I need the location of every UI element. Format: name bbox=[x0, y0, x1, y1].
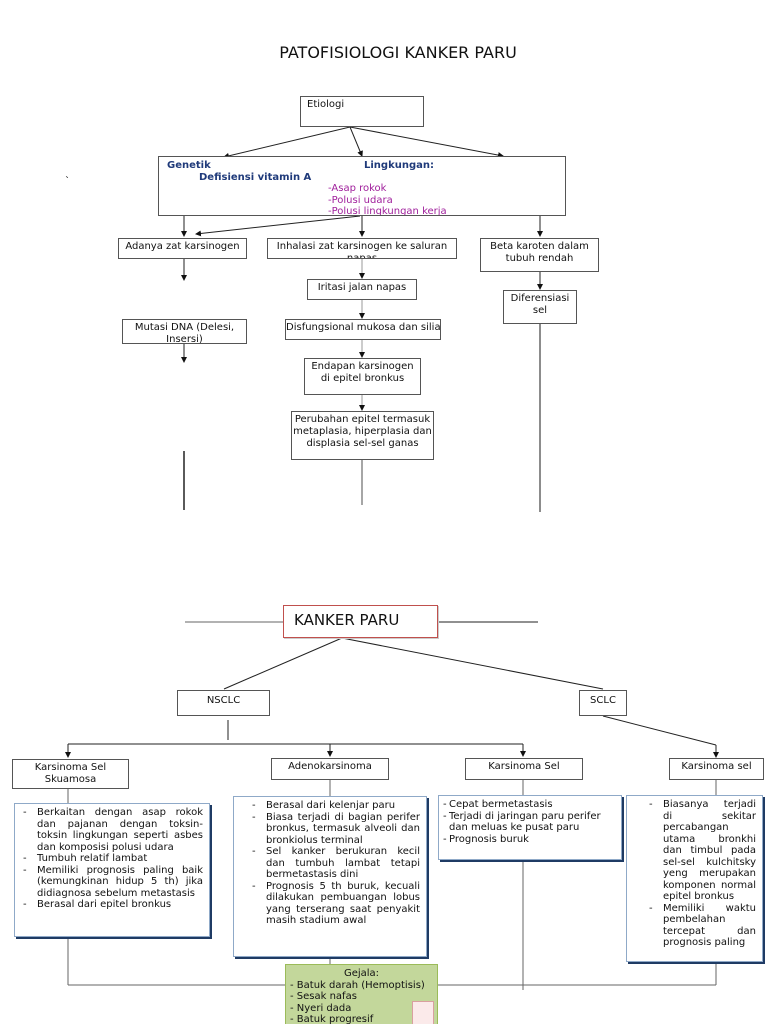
gejala-title: Gejala: bbox=[343, 968, 380, 979]
env-item: -Polusi lingkungan kerja bbox=[328, 206, 447, 216]
note-item: Terjadi di jaringan paru perifer dan mel… bbox=[441, 811, 615, 834]
note-item: Prognosis buruk bbox=[441, 834, 615, 846]
env-item: -Asap rokok bbox=[328, 183, 387, 194]
defisiensi-label: Defisiensi vitamin A bbox=[199, 172, 312, 183]
note-item: Memiliki waktu pembelahan tercepat dan p… bbox=[647, 903, 756, 949]
note-item: Berasal dari epitel bronkus bbox=[21, 899, 203, 911]
type-box-karsinoma-sel-2: Karsinoma sel bbox=[669, 758, 764, 780]
note-item: Cepat bermetastasis bbox=[441, 799, 615, 811]
disfungsional-box: Disfungsional mukosa dan silia bbox=[285, 319, 441, 340]
gejala-item: - Batuk darah (Hemoptisis) bbox=[290, 979, 425, 991]
cause-box: Genetik Defisiensi vitamin A Lingkungan:… bbox=[158, 156, 566, 216]
type-box-adeno: Adenokarsinoma bbox=[271, 758, 389, 780]
gejala-item: - Batuk progresif bbox=[290, 1014, 374, 1024]
note-item: Sel kanker berukuran kecil dan tumbuh la… bbox=[250, 846, 420, 881]
note-item: Biasanya terjadi di sekitar percabangan … bbox=[647, 799, 756, 903]
mutasi-box: Mutasi DNA (Delesi, Insersi) bbox=[122, 319, 247, 344]
gejala-item: - Sesak nafas bbox=[290, 991, 357, 1002]
note-item: Berkaitan dengan asap rokok dan pajanan … bbox=[21, 807, 203, 853]
lingkungan-label: Lingkungan: bbox=[364, 160, 434, 171]
stray-mark: ` bbox=[65, 176, 70, 187]
kanker-paru-box: KANKER PARU bbox=[283, 605, 438, 638]
note-item: Memiliki prognosis paling baik (kemungki… bbox=[21, 865, 203, 900]
note-item: Biasa terjadi di bagian perifer bronkus,… bbox=[250, 812, 420, 847]
notes-karsinoma-sel: Cepat bermetastasis Terjadi di jaringan … bbox=[438, 795, 622, 860]
inhalasi-box: Inhalasi zat karsinogen ke saluran napas bbox=[267, 238, 457, 259]
type-box-karsinoma-sel: Karsinoma Sel bbox=[465, 758, 583, 780]
notes-skuamosa: Berkaitan dengan asap rokok dan pajanan … bbox=[14, 803, 210, 937]
diferensiasi-box: Diferensiasi sel bbox=[503, 290, 577, 324]
perubahan-box: Perubahan epitel termasuk metaplasia, hi… bbox=[291, 411, 434, 460]
note-item: Berasal dari kelenjar paru bbox=[250, 800, 420, 812]
beta-karoten-box: Beta karoten dalam tubuh rendah bbox=[480, 238, 599, 272]
genetik-label: Genetik bbox=[167, 160, 211, 171]
notes-adeno: Berasal dari kelenjar paru Biasa terjadi… bbox=[233, 796, 427, 957]
notes-karsinoma-sel-2: Biasanya terjadi di sekitar percabangan … bbox=[626, 795, 763, 962]
note-item: Tumbuh relatif lambat bbox=[21, 853, 203, 865]
endapan-box: Endapan karsinogen di epitel bronkus bbox=[304, 358, 421, 395]
iritasi-box: Iritasi jalan napas bbox=[307, 279, 417, 300]
overlay-shape bbox=[412, 1001, 434, 1024]
note-item: Prognosis 5 th buruk, kecuali dilakukan … bbox=[250, 881, 420, 927]
env-item: -Polusi udara bbox=[328, 194, 393, 206]
type-box-skuamosa: Karsinoma Sel Skuamosa bbox=[12, 759, 129, 789]
sclc-box: SCLC bbox=[579, 690, 627, 716]
gejala-item: - Nyeri dada bbox=[290, 1002, 352, 1014]
env-list: -Asap rokok -Polusi udara -Polusi lingku… bbox=[328, 183, 447, 216]
page-title: PATOFISIOLOGI KANKER PARU bbox=[279, 43, 517, 62]
nsclc-box: NSCLC bbox=[177, 690, 270, 716]
adanya-box: Adanya zat karsinogen bbox=[118, 238, 247, 259]
etiologi-box: Etiologi bbox=[300, 96, 424, 127]
